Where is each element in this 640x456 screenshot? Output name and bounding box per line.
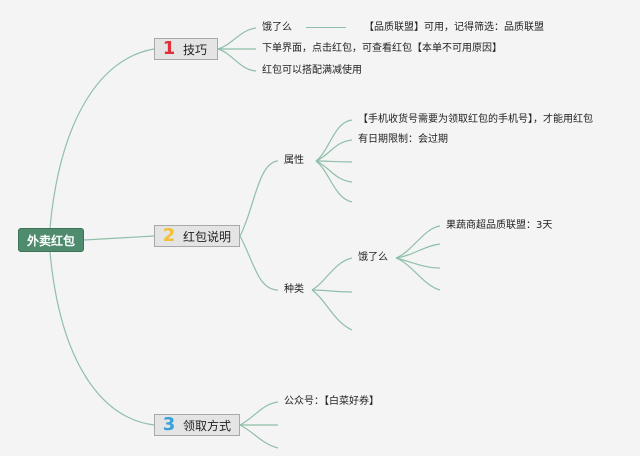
link-root-topic-3	[49, 251, 155, 426]
leaf-label: 饿了么	[262, 22, 292, 33]
link-t1-leaf-1	[217, 27, 257, 50]
leaf-label: 下单界面，点击红包，可查看红包【本单不可用原因】	[262, 43, 502, 54]
leaf-expiry-rule[interactable]: 有日期限制：会过期	[358, 133, 448, 147]
link-root-topic-1	[49, 48, 155, 229]
topic-number: 3	[162, 414, 176, 435]
leaf-checkout-tip[interactable]: 下单界面，点击红包，可查看红包【本单不可用原因】	[262, 42, 502, 56]
link-g1-empty-2	[315, 160, 353, 183]
leaf-label: 【手机收货号需要为领取红包的手机号】，才能用红包	[358, 114, 593, 125]
link-g1-item-1	[315, 119, 353, 162]
topic-label: 红包说明	[183, 229, 232, 244]
topic-node-red-packet-info[interactable]: 2 红包说明	[154, 225, 240, 247]
link-g1-item-2	[315, 139, 353, 162]
topic-node-how-to-get[interactable]: 3 领取方式	[154, 414, 240, 436]
topic-number: 2	[162, 225, 176, 246]
link-t1-leaf-3	[217, 48, 257, 72]
sub-eleme[interactable]: 饿了么	[358, 251, 388, 265]
topic-label: 领取方式	[183, 418, 232, 433]
link-sub-empty-1	[395, 243, 441, 259]
link-sub-empty-3	[395, 257, 441, 291]
group-attributes[interactable]: 属性	[284, 154, 304, 168]
link-t3-empty-2	[239, 424, 279, 449]
connector-line	[306, 26, 346, 28]
leaf-label: 红包可以搭配满减使用	[262, 65, 362, 76]
link-g2-empty-1	[311, 289, 353, 293]
leaf-label: 公众号：【白菜好券】	[284, 396, 379, 407]
link-root-topic-2	[83, 235, 155, 241]
root-label: 外卖红包	[26, 233, 75, 248]
root-node[interactable]: 外卖红包	[18, 228, 84, 252]
topic-label: 技巧	[183, 42, 208, 57]
sub-label: 饿了么	[358, 252, 388, 263]
leaf-wechat-account[interactable]: 公众号：【白菜好券】	[284, 395, 379, 409]
link-sub-empty-2	[395, 257, 441, 269]
group-label: 属性	[284, 155, 304, 166]
link-g1-empty-1	[315, 160, 353, 163]
leaf-phone-rule[interactable]: 【手机收货号需要为领取红包的手机号】，才能用红包	[358, 113, 593, 127]
link-sub-item-1	[395, 225, 441, 259]
link-t3-leaf-1	[239, 401, 279, 426]
leaf-combine-tip[interactable]: 红包可以搭配满减使用	[262, 64, 362, 78]
link-t2-group-2	[239, 235, 279, 291]
leaf-label: 果蔬商超品质联盟：3天	[446, 220, 553, 231]
leaf-eleme-quality[interactable]: 饿了么 【品质联盟】可用，记得筛选：品质联盟	[262, 21, 544, 35]
group-types[interactable]: 种类	[284, 283, 304, 297]
group-label: 种类	[284, 284, 304, 295]
link-g2-sub	[311, 257, 353, 291]
link-g1-empty-3	[315, 160, 353, 203]
leaf-label: 有日期限制：会过期	[358, 134, 448, 145]
leaf-grocery-quality[interactable]: 果蔬商超品质联盟：3天	[446, 219, 552, 233]
topic-node-tips[interactable]: 1 技巧	[154, 38, 218, 60]
link-g2-empty-2	[311, 289, 353, 331]
leaf-label: 【品质联盟】可用，记得筛选：品质联盟	[364, 22, 544, 33]
topic-number: 1	[162, 38, 176, 59]
link-t2-group-1	[239, 160, 279, 237]
